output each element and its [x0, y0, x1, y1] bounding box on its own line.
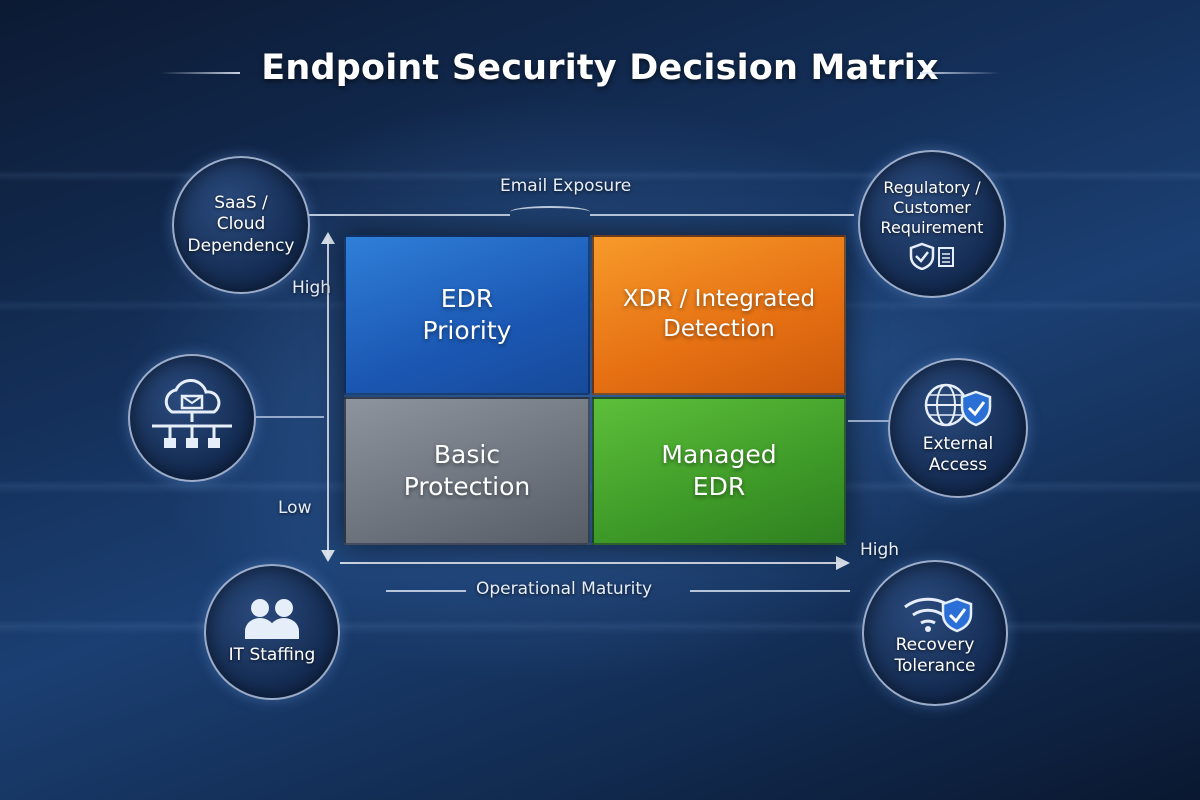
connector-external-access	[848, 420, 890, 422]
wifi-shield-icon	[904, 597, 973, 633]
quadrant-basic-protection-label: Basic Protection	[403, 439, 531, 502]
factor-regulatory-label: Regulatory / Customer Requirement	[880, 178, 984, 237]
quadrant-managed-edr-label: Managed EDR	[661, 439, 777, 502]
quadrant-edr-priority: EDR Priority	[344, 235, 590, 395]
title-rule-right	[920, 72, 1000, 74]
quadrant-basic-protection: Basic Protection	[344, 397, 590, 545]
title-rule-left	[160, 72, 240, 74]
y-axis-arrow-down	[321, 550, 335, 562]
y-axis-high-label: High	[292, 278, 332, 298]
page-title: Endpoint Security Decision Matrix	[261, 48, 939, 88]
y-axis-low-label: Low	[278, 498, 312, 518]
factor-external-access-label: External Access	[922, 433, 994, 475]
factor-regulatory-customer-requirement: Regulatory / Customer Requirement	[858, 150, 1006, 298]
factor-cloud-network	[128, 354, 256, 482]
factor-saas-cloud-dependency: SaaS / Cloud Dependency	[172, 156, 310, 294]
people-icon	[245, 599, 299, 640]
factor-saas-label: SaaS / Cloud Dependency	[187, 193, 295, 256]
shield-document-icon	[909, 242, 954, 270]
factor-external-access: External Access	[888, 358, 1028, 498]
email-exposure-bump	[510, 206, 590, 218]
y-axis-arrow-up	[321, 232, 335, 244]
operational-maturity-line-left	[386, 590, 466, 592]
x-axis-arrow	[836, 556, 850, 570]
operational-maturity-line-right	[690, 590, 850, 592]
factor-recovery-tolerance-label: Recovery Tolerance	[894, 634, 976, 676]
connector-network	[254, 416, 324, 418]
y-axis	[327, 238, 329, 556]
globe-shield-icon	[924, 383, 992, 427]
quadrant-xdr-integrated-detection: XDR / Integrated Detection	[592, 235, 846, 395]
x-axis	[340, 562, 840, 564]
decision-matrix: EDR Priority XDR / Integrated Detection …	[344, 235, 846, 545]
email-exposure-label: Email Exposure	[500, 176, 632, 196]
email-exposure-line-left	[296, 214, 510, 216]
factor-it-staffing: IT Staffing	[204, 564, 340, 700]
operational-maturity-label: Operational Maturity	[476, 579, 653, 599]
factor-recovery-tolerance: Recovery Tolerance	[862, 560, 1008, 706]
factor-it-staffing-label: IT Staffing	[228, 645, 316, 666]
quadrant-xdr-label: XDR / Integrated Detection	[622, 286, 816, 342]
x-axis-high-label: High	[860, 540, 900, 560]
quadrant-managed-edr: Managed EDR	[592, 397, 846, 545]
quadrant-edr-priority-label: EDR Priority	[422, 283, 512, 346]
cloud-network-icon	[152, 379, 232, 448]
email-exposure-line-right	[590, 214, 854, 216]
